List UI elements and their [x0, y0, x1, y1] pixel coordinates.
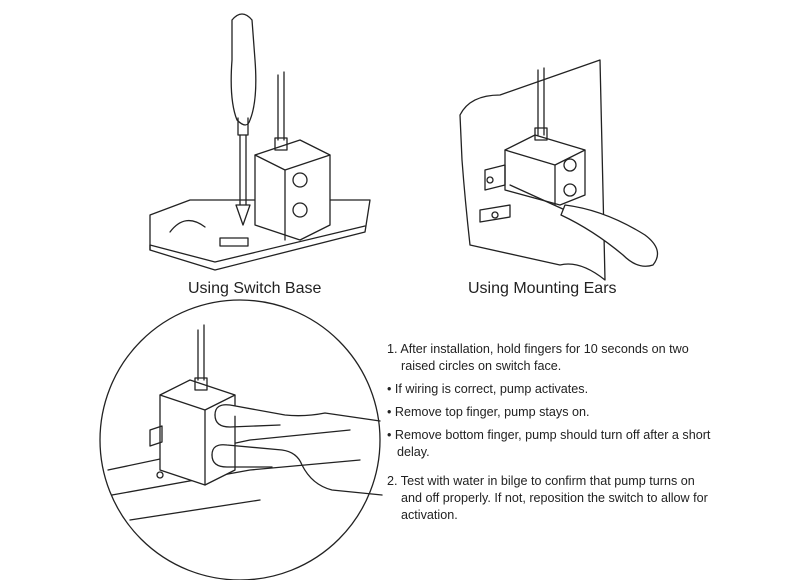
instruction-step-1: 1. After installation, hold fingers for …: [387, 342, 689, 373]
switch-base-illustration: [149, 13, 371, 271]
instruction-bullet: • Remove bottom finger, pump should turn…: [387, 428, 711, 459]
finger-test-illustration: [99, 299, 383, 580]
caption-mounting-ears: Using Mounting Ears: [468, 280, 617, 297]
instruction-step-2: 2. Test with water in bilge to confirm t…: [387, 474, 708, 522]
caption-switch-base: Using Switch Base: [188, 280, 322, 297]
instruction-bullet: • If wiring is correct, pump activates.: [387, 382, 589, 396]
mounting-ears-illustration: [459, 59, 659, 281]
instruction-bullet: • Remove top finger, pump stays on.: [387, 405, 590, 419]
instruction-list: 1. After installation, hold fingers for …: [387, 341, 717, 530]
